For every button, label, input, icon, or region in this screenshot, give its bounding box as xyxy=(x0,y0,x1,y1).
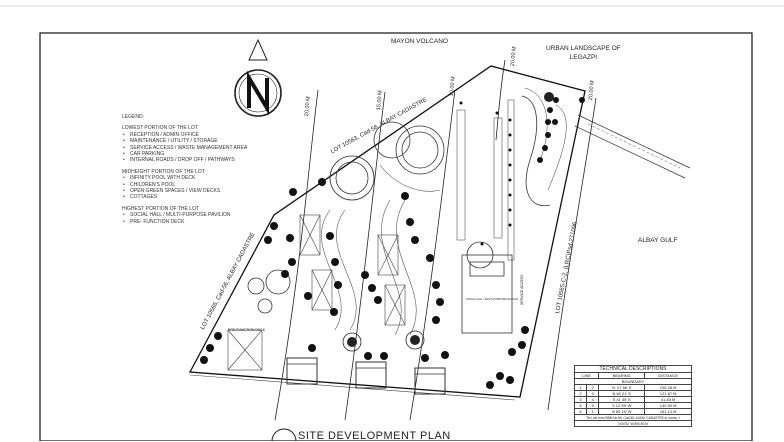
legend-item: SERVICE ACCESS / WASTE MANAGEMENT AREA xyxy=(122,145,247,152)
access-road xyxy=(574,114,691,179)
legend-group: LOWEST PORTION OF THE LOT RECEPTION / AD… xyxy=(122,125,247,164)
legend-group-title: HIGHEST PORTION OF THE LOT xyxy=(122,205,199,212)
legend-group-title: MIDHEIGHT PORTION OF THE LOT xyxy=(122,168,205,175)
drawing-border xyxy=(39,32,753,441)
trees xyxy=(200,97,585,389)
social-hall-label: SOCIAL HALL / MULTI-PURPOSE PAVILION xyxy=(466,298,519,301)
site-boundary xyxy=(188,65,586,398)
urban-landscape-label: URBAN LANDSCAPE OF LEGAZPI xyxy=(546,44,621,62)
legend-item: OPEN GREEN SPACES / VIEW DECKS xyxy=(122,188,247,195)
legend-item: CAR PARKING xyxy=(122,151,247,158)
plazas xyxy=(342,92,554,352)
parking-rows xyxy=(456,87,567,261)
legend-heading: LEGEND: xyxy=(122,114,144,120)
volcano-label: MAYON VOLCANO xyxy=(391,38,448,45)
legend-item: CHILDREN'S POOL xyxy=(122,182,247,189)
internal-pathways xyxy=(321,164,441,336)
title-marker xyxy=(271,428,297,441)
legend-item: COTTAGES xyxy=(122,194,247,201)
road-edge xyxy=(189,374,516,401)
legend: LEGEND: LOWEST PORTION OF THE LOT RECEPT… xyxy=(122,114,247,226)
technical-table: TECHNICAL DESCRIPTIONS LINE BEARING DIST… xyxy=(573,365,692,427)
legend-item: PRE- FUNCTION DECK xyxy=(122,219,247,226)
north-arrow-icon xyxy=(234,38,282,117)
urban-label-line1: URBAN LANDSCAPE OF xyxy=(546,45,621,52)
tie-line-value: N 50'52' W 890.90 M xyxy=(574,420,692,427)
legend-item: RECEPTION / ADMIN OFFICE xyxy=(122,132,247,139)
legend-group: MIDHEIGHT PORTION OF THE LOT INFINITY PO… xyxy=(122,169,247,201)
legend-group-title: LOWEST PORTION OF THE LOT xyxy=(122,125,198,132)
service-access-label: SERVICE ACCESS xyxy=(520,274,524,305)
technical-title: TECHNICAL DESCRIPTIONS xyxy=(574,365,692,373)
parking-markers xyxy=(459,101,512,246)
legend-item: INTERNAL ROADS / DROP OFF / PATHWAYS xyxy=(122,157,247,164)
technical-descriptions: TECHNICAL DESCRIPTIONS LINE BEARING DIST… xyxy=(573,365,692,427)
legend-item: MAINTENANCE / UTILITY / STORAGE xyxy=(122,138,247,145)
building-blocks xyxy=(286,241,513,395)
cottages xyxy=(227,214,406,371)
legend-item: INFINITY POOL WITH DECK xyxy=(122,175,247,182)
drawing-title: SITE DEVELOPMENT PLAN xyxy=(298,430,451,442)
urban-label-line2: LEGAZPI xyxy=(569,54,598,61)
pool-structures xyxy=(247,121,445,314)
pre-function-label: PRE-FUNCTION DECK xyxy=(228,328,266,332)
legend-item: SOCIAL HALL / MULTI-PURPOSE PAVILION xyxy=(122,212,247,219)
road-lines xyxy=(274,59,597,421)
gulf-label: ALBAY GULF xyxy=(638,237,678,244)
legend-group: HIGHEST PORTION OF THE LOT SOCIAL HALL /… xyxy=(122,205,247,226)
